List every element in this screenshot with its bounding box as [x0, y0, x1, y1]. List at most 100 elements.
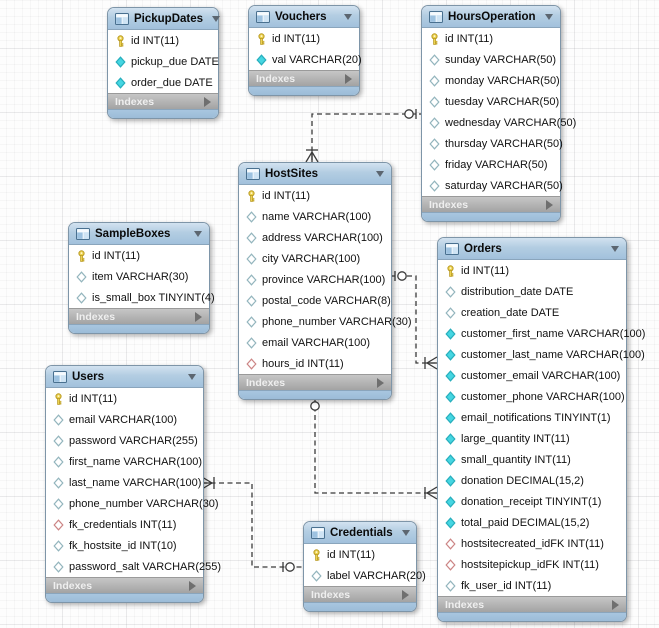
table-header[interactable]: HoursOperation [422, 6, 560, 28]
required-attribute-icon [445, 453, 456, 466]
table-header[interactable]: SampleBoxes [69, 223, 209, 245]
indexes-footer[interactable]: Indexes [304, 586, 416, 602]
table-header[interactable]: Vouchers [249, 6, 359, 28]
zero-cardinality-circle-icon [397, 271, 407, 281]
column-row: first_name VARCHAR(100) [46, 451, 203, 472]
indexes-footer[interactable]: Indexes [438, 596, 626, 612]
nullable-attribute-icon [246, 315, 257, 328]
collapse-table-arrow-icon[interactable] [611, 245, 619, 252]
nullable-attribute-icon [246, 273, 257, 286]
table-header[interactable]: Credentials [304, 522, 416, 544]
column-row: hostsitepickup_idFK INT(11) [438, 554, 626, 575]
collapse-table-arrow-icon[interactable] [545, 13, 553, 20]
indexes-footer[interactable]: Indexes [249, 70, 359, 86]
collapse-table-arrow-icon[interactable] [212, 15, 221, 22]
indexes-footer[interactable]: Indexes [69, 308, 209, 324]
table-header[interactable]: Users [46, 366, 203, 388]
nullable-attribute-icon [429, 74, 440, 87]
expand-indexes-arrow-icon[interactable] [377, 377, 384, 388]
column-row: creation_date DATE [438, 302, 626, 323]
nullable-attribute-icon [246, 252, 257, 265]
expand-indexes-arrow-icon[interactable] [195, 311, 202, 322]
table-header[interactable]: PickupDates [108, 8, 221, 30]
column-label: email_notifications TINYINT(1) [461, 411, 611, 424]
collapse-table-arrow-icon[interactable] [376, 170, 384, 177]
table-header[interactable]: HostSites [239, 163, 391, 185]
table-icon [115, 12, 129, 25]
primary-key-icon [248, 189, 255, 202]
table-header[interactable]: Orders [438, 238, 626, 260]
column-label: tuesday VARCHAR(50) [445, 95, 560, 108]
column-label: customer_phone VARCHAR(100) [461, 390, 625, 403]
relationship-users-credentials[interactable] [201, 476, 303, 572]
column-label: first_name VARCHAR(100) [69, 455, 203, 468]
column-label: val VARCHAR(20) [272, 53, 362, 66]
column-row: city VARCHAR(100) [239, 248, 391, 269]
column-label: email VARCHAR(100) [262, 336, 370, 349]
table-icon [311, 526, 325, 539]
nullable-attribute-icon [246, 231, 257, 244]
expand-indexes-arrow-icon[interactable] [204, 96, 211, 107]
column-row: fk_hostsite_id INT(10) [46, 535, 203, 556]
table-icon [246, 167, 260, 180]
expand-indexes-arrow-icon[interactable] [546, 199, 553, 210]
indexes-footer[interactable]: Indexes [422, 196, 560, 212]
crow-foot-many-icon [425, 486, 438, 500]
collapse-table-arrow-icon[interactable] [344, 13, 352, 20]
column-row: id INT(11) [438, 260, 626, 281]
column-label: id INT(11) [92, 249, 141, 262]
expand-indexes-arrow-icon[interactable] [189, 580, 196, 591]
table-icon [76, 227, 90, 240]
expand-indexes-arrow-icon[interactable] [345, 73, 352, 84]
table-title: Credentials [330, 526, 393, 539]
required-attribute-icon [445, 327, 456, 340]
column-row: email_notifications TINYINT(1) [438, 407, 626, 428]
column-row: fk_user_id INT(11) [438, 575, 626, 596]
indexes-footer[interactable]: Indexes [239, 374, 391, 390]
required-attribute-icon [445, 474, 456, 487]
indexes-footer[interactable]: Indexes [46, 577, 203, 593]
column-row: id INT(11) [422, 28, 560, 49]
indexes-label: Indexes [246, 376, 286, 389]
column-row: monday VARCHAR(50) [422, 70, 560, 91]
collapse-table-arrow-icon[interactable] [401, 529, 410, 536]
column-row: pickup_due DATE [108, 51, 219, 72]
foreign-key-icon [53, 518, 64, 531]
expand-indexes-arrow-icon[interactable] [402, 589, 409, 600]
nullable-attribute-icon [429, 158, 440, 171]
column-label: donation_receipt TINYINT(1) [461, 495, 602, 508]
column-row: id INT(11) [239, 185, 391, 206]
indexes-footer[interactable]: Indexes [108, 93, 218, 109]
column-label: fk_credentials INT(11) [69, 518, 177, 531]
expand-indexes-arrow-icon[interactable] [612, 599, 619, 610]
relationship-orders-hostsites-b[interactable] [310, 398, 438, 500]
primary-key-icon [258, 32, 265, 45]
table-bottom-strip [249, 86, 359, 95]
column-label: customer_first_name VARCHAR(100) [461, 327, 646, 340]
zero-cardinality-circle-icon [285, 562, 295, 572]
column-row: large_quantity INT(11) [438, 428, 626, 449]
column-row: last_name VARCHAR(100) [46, 472, 203, 493]
column-label: phone_number VARCHAR(30) [262, 315, 412, 328]
primary-key-icon [78, 249, 85, 262]
foreign-key-icon [445, 537, 456, 550]
nullable-attribute-icon [246, 336, 257, 349]
collapse-table-arrow-icon[interactable] [188, 373, 196, 380]
collapse-table-arrow-icon[interactable] [194, 230, 202, 237]
nullable-attribute-icon [311, 569, 322, 582]
relationship-hostsites-hoursoperation[interactable] [305, 109, 421, 163]
foreign-key-icon [445, 558, 456, 571]
column-label: name VARCHAR(100) [262, 210, 372, 223]
relationship-orders-hostsites-a[interactable] [390, 271, 438, 370]
column-row: email VARCHAR(100) [46, 409, 203, 430]
